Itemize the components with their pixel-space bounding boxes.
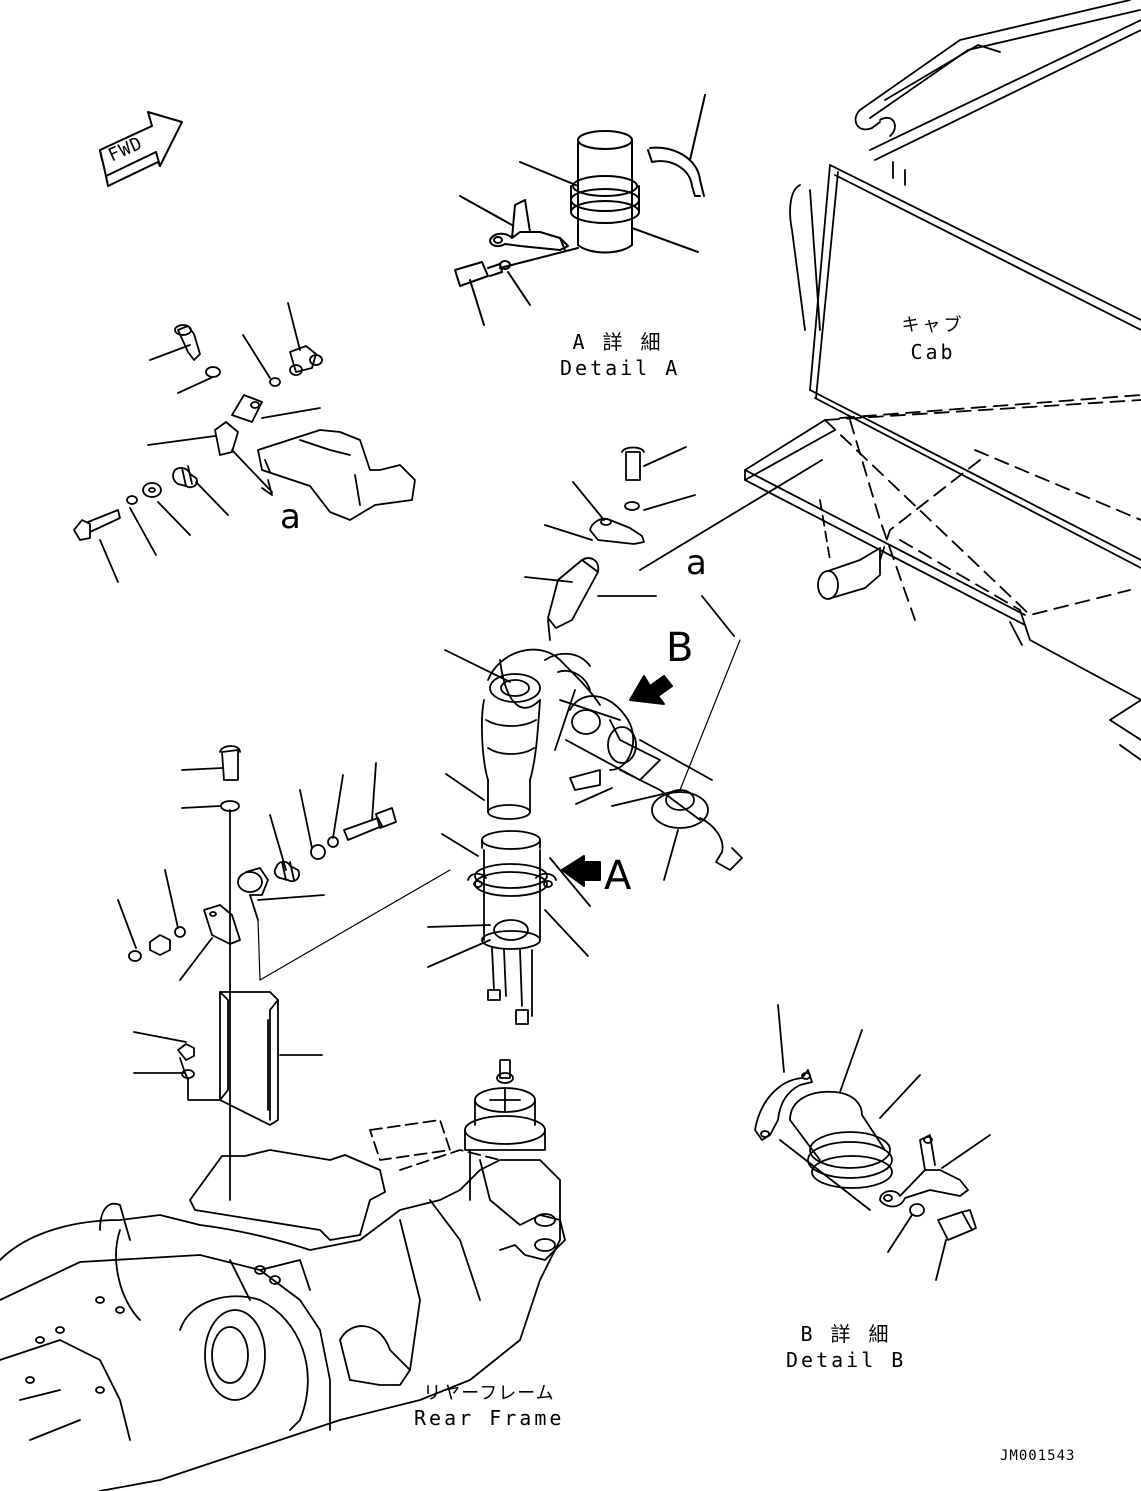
rear-frame-drawing	[0, 1059, 566, 1491]
view-arrow-a-icon	[561, 855, 601, 887]
cab-frame	[744, 0, 1141, 761]
view-a-label: A	[604, 853, 632, 899]
drawing-code: JM001543	[1000, 1448, 1076, 1464]
fwd-arrow-icon	[99, 111, 183, 187]
rear-frame-label-jp: リヤーフレーム	[423, 1383, 555, 1404]
cab-label-jp: キャブ	[901, 315, 965, 336]
exhaust-pipe	[427, 446, 823, 1025]
view-b-label: B	[666, 625, 694, 671]
detail-a-drawing	[454, 94, 706, 326]
lower-left-assembly	[117, 745, 451, 1201]
detail-b-drawing	[754, 1004, 991, 1281]
rear-frame-label-en: Rear Frame	[414, 1406, 565, 1430]
reference-a-left: a	[280, 497, 301, 537]
view-arrow-b-icon	[629, 675, 673, 705]
upper-left-assembly	[73, 302, 416, 583]
reference-a-right: a	[686, 543, 707, 583]
cab-label-en: Cab	[910, 340, 956, 364]
detail-a-label-en: Detail A	[560, 356, 681, 380]
detail-b-label-en: Detail B	[786, 1348, 907, 1372]
detail-a-label-jp: A 詳 細	[572, 330, 664, 354]
detail-b-label-jp: B 詳 細	[800, 1322, 892, 1346]
